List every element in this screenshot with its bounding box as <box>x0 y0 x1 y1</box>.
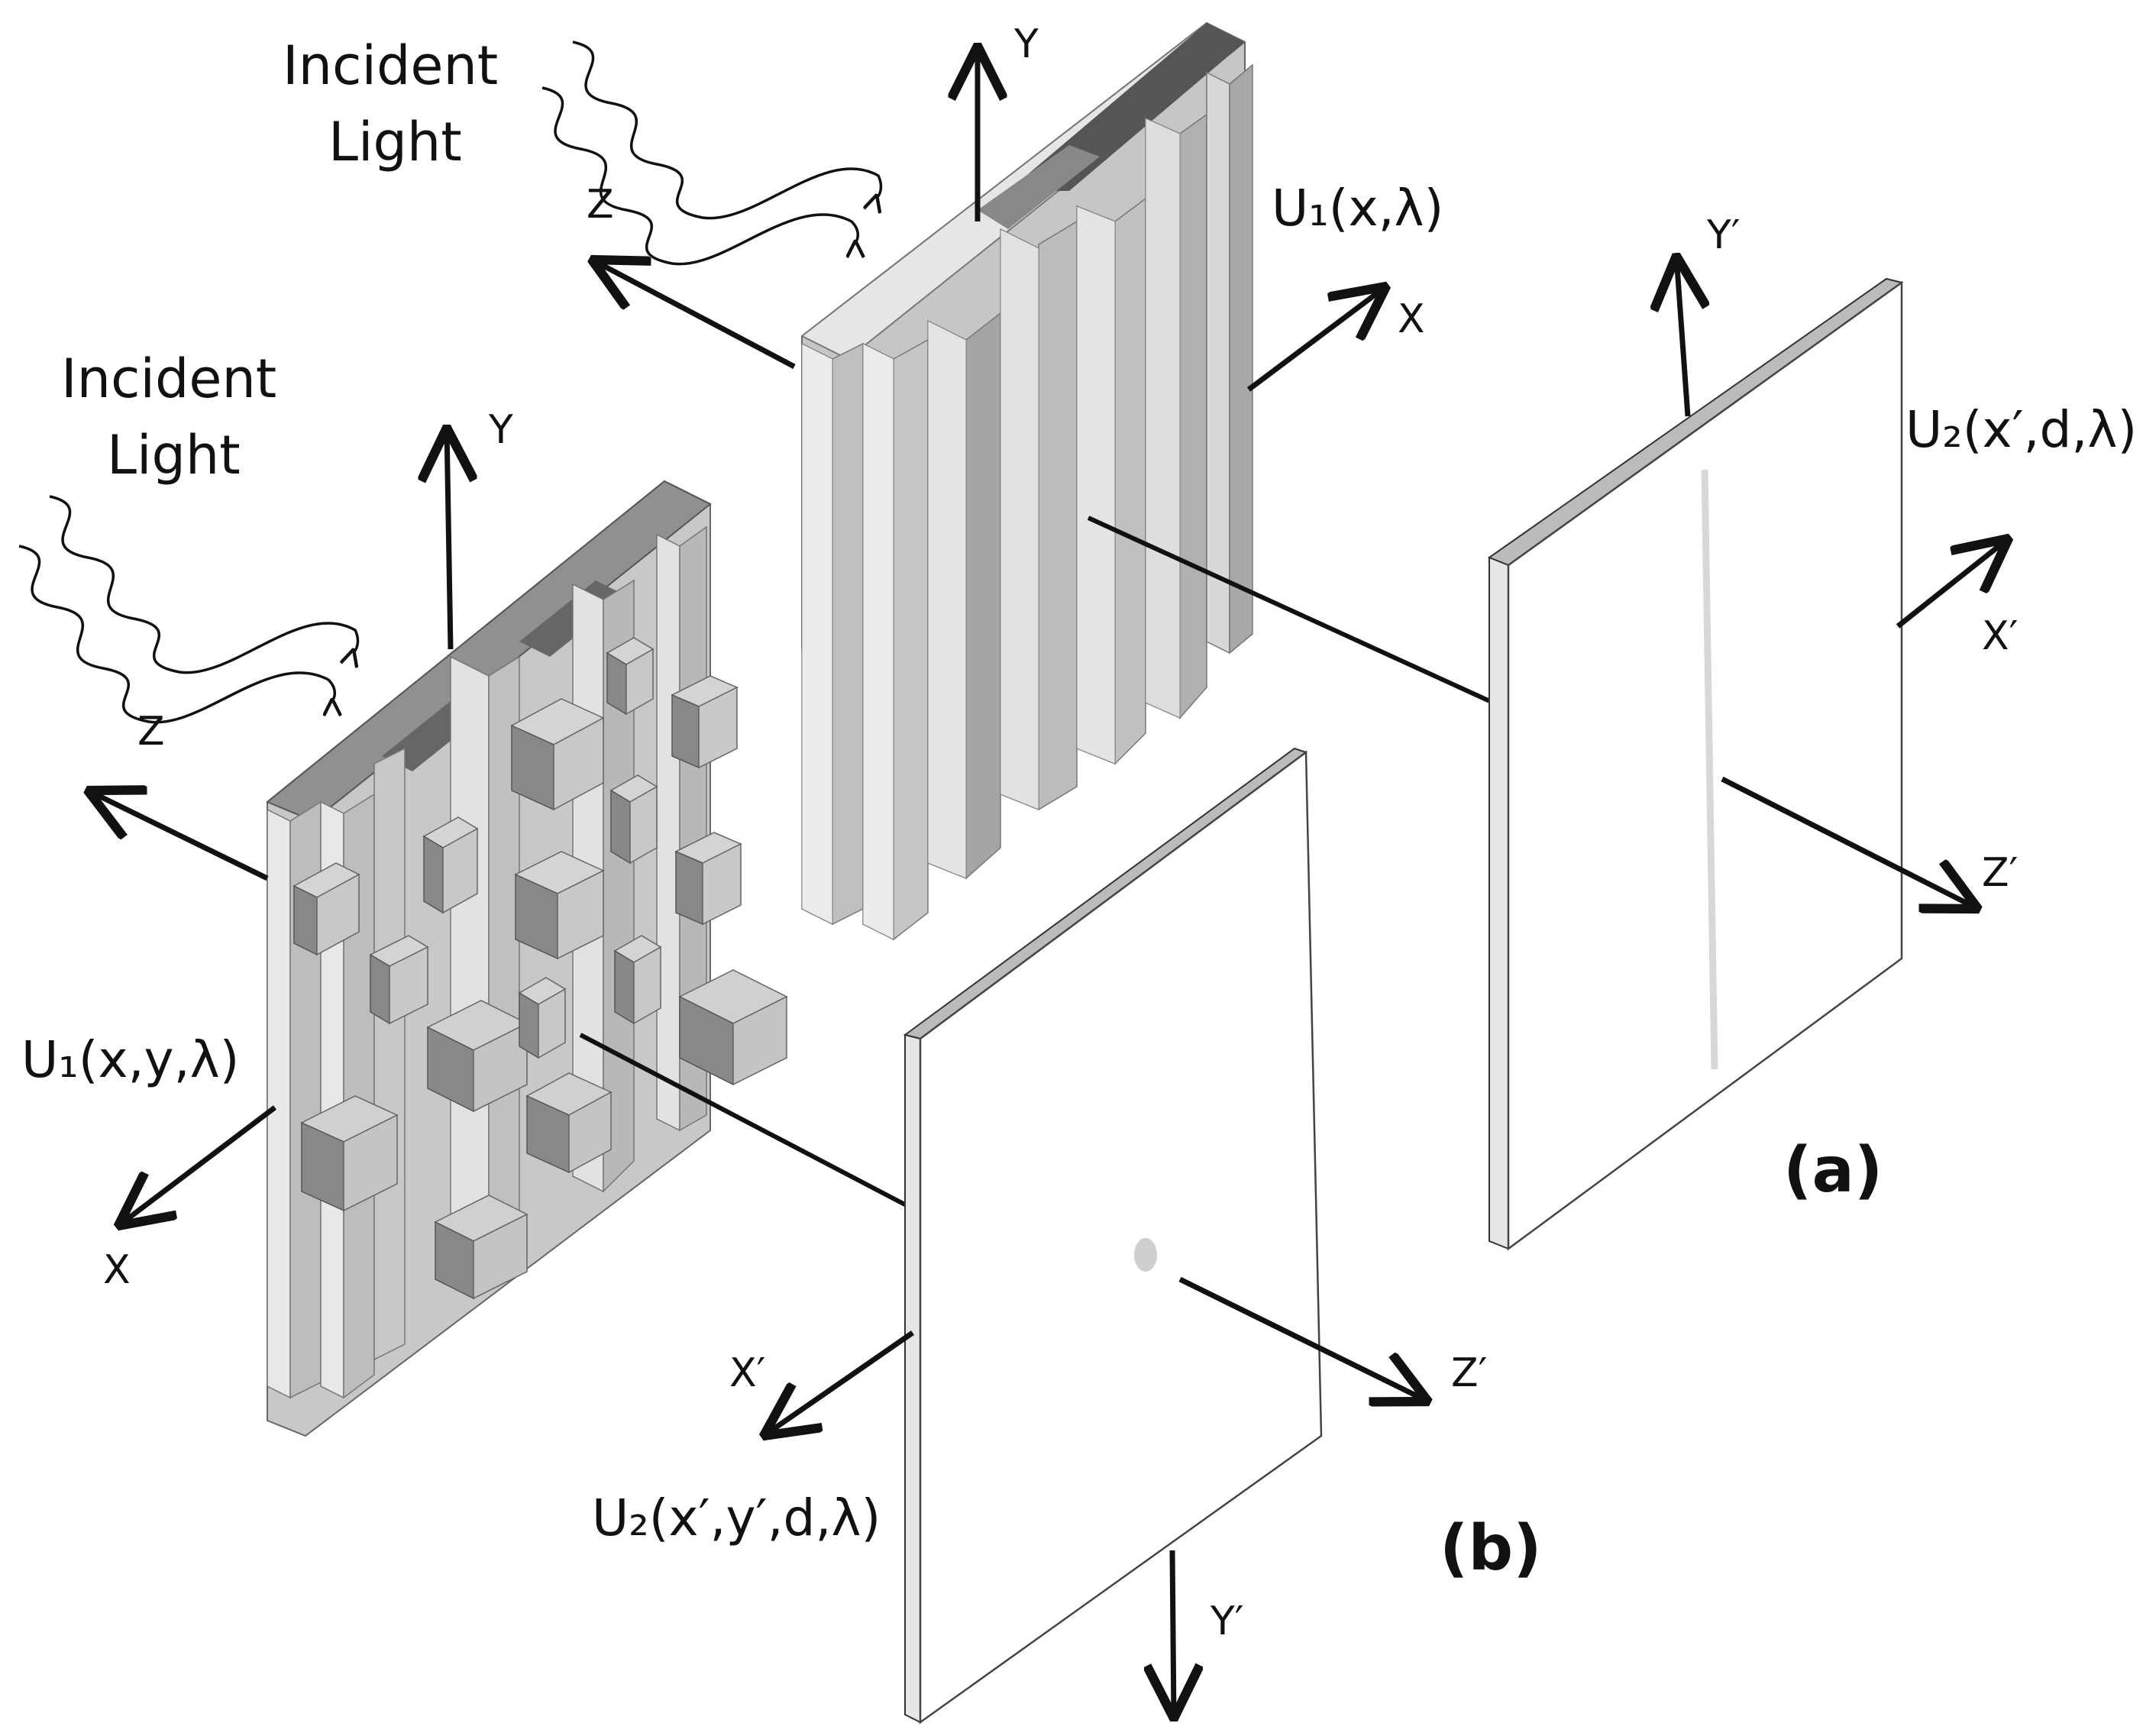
input-axes-b: Y Z X <box>88 407 513 1293</box>
output-field-label-b: U₂(x′,y′,d,λ) <box>592 1489 881 1547</box>
input-field-label-b: U₁(x,y,λ) <box>21 1030 239 1089</box>
incident-light-label-a-line2: Light <box>328 111 462 173</box>
x-axis-label-b: X <box>103 1247 131 1293</box>
y-axis-b <box>447 428 451 650</box>
y-axis-label-a: Y <box>1013 21 1039 67</box>
y-prime-axis-label-a: Y′ <box>1706 212 1741 258</box>
output-field-label-a: U₂(x′,d,λ) <box>1905 400 2137 459</box>
propagation-line-a <box>1087 516 1495 705</box>
focal-spot <box>1134 1238 1157 1272</box>
x-prime-axis-b <box>764 1330 914 1436</box>
z-axis-a <box>592 260 796 370</box>
y-axis-label-b: Y <box>488 407 513 453</box>
z-axis-label-a: Z <box>587 182 614 228</box>
y-prime-axis-a <box>1676 256 1688 417</box>
panel-label-b: (b) <box>1440 1512 1542 1585</box>
x-axis-b <box>118 1105 277 1226</box>
grating-1d-front <box>801 118 1181 940</box>
incident-light-waves-a <box>541 40 883 266</box>
panel-b: Y Z X X′ Z′ Y′ Incident Light U₁(x,y,λ) … <box>18 348 1542 1725</box>
y-prime-axis-b <box>1172 1550 1174 1718</box>
output-screen-b <box>903 747 1323 1725</box>
grating-2d-bars <box>267 525 707 1399</box>
grating-2d <box>266 480 788 1437</box>
panel-a: Y Z X Y′ X′ Z′ Incident Light U₁(x,λ) U₂… <box>283 21 2137 1251</box>
output-axes-a: Y′ X′ Z′ <box>1676 212 2018 909</box>
input-axes-a: Y Z X <box>587 21 1425 392</box>
output-axes-b: X′ Z′ Y′ <box>729 1276 1487 1718</box>
z-prime-axis-b <box>1178 1276 1428 1401</box>
panel-label-a: (a) <box>1783 1134 1883 1207</box>
grating-1d <box>800 21 1253 941</box>
z-axis-label-b: Z <box>137 709 165 755</box>
y-prime-axis-label-b: Y′ <box>1210 1599 1244 1644</box>
x-prime-axis-a <box>1896 538 2009 629</box>
input-field-label-a: U₁(x,λ) <box>1272 179 1443 238</box>
propagation-line-b <box>579 1033 918 1213</box>
z-prime-axis-a <box>1721 776 1978 909</box>
x-prime-axis-label-b: X′ <box>729 1350 765 1396</box>
x-prime-axis-label-a: X′ <box>1982 613 2018 659</box>
diffraction-line-pattern <box>1701 469 1718 1070</box>
incident-light-label-b-line1: Incident <box>61 348 276 410</box>
z-prime-axis-label-a: Z′ <box>1982 850 2018 896</box>
grating-2d-blocks <box>293 637 788 1300</box>
z-prime-axis-label-b: Z′ <box>1451 1350 1487 1396</box>
z-axis-b <box>88 790 269 881</box>
incident-light-label-a-line1: Incident <box>283 34 498 97</box>
x-axis-label-a: X <box>1398 296 1425 342</box>
incident-light-label-b-line2: Light <box>107 424 241 487</box>
x-axis-a <box>1246 286 1386 392</box>
output-screen-a <box>1487 277 1904 1251</box>
incident-light-waves-b <box>18 495 360 724</box>
